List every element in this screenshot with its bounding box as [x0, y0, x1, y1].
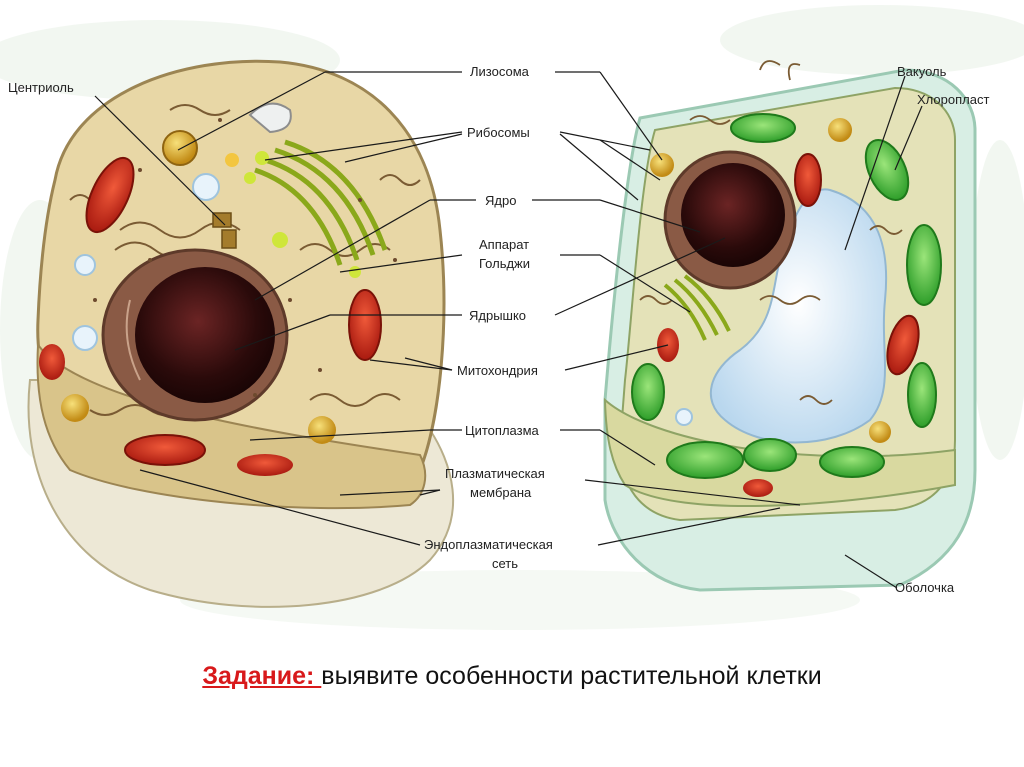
label-nucleolus: Ядрышко	[469, 308, 526, 323]
label-cell-wall: Оболочка	[895, 580, 955, 595]
label-lysosome: Лизосома	[470, 64, 530, 79]
label-membrane-line2: мембрана	[470, 485, 532, 500]
plant-cell	[605, 61, 975, 590]
label-nucleus: Ядро	[485, 193, 516, 208]
label-ribosomes: Рибосомы	[467, 125, 530, 140]
plant-nucleus	[665, 152, 795, 288]
label-golgi-line2: Гольджи	[479, 256, 530, 271]
task-label: Задание:	[202, 662, 321, 690]
task-caption: Задание: выявите особенности растительно…	[0, 662, 1024, 691]
cell-diagram: Центриоль Лизосома Рибосомы Ядро Аппарат…	[0, 0, 1024, 640]
label-cytoplasm: Цитоплазма	[465, 423, 540, 438]
label-membrane-line1: Плазматическая	[445, 466, 545, 481]
task-text: выявите особенности растительной клетки	[321, 662, 821, 690]
label-centriole: Центриоль	[8, 80, 74, 95]
label-er-line2: сеть	[492, 556, 518, 571]
animal-nucleus	[103, 250, 287, 420]
label-er-line1: Эндоплазматическая	[424, 537, 553, 552]
label-vacuole: Вакуоль	[897, 64, 947, 79]
label-golgi-line1: Аппарат	[479, 237, 529, 252]
label-mitochondria: Митохондрия	[457, 363, 538, 378]
label-chloroplast: Хлоропласт	[917, 92, 989, 107]
animal-cell	[29, 61, 454, 607]
